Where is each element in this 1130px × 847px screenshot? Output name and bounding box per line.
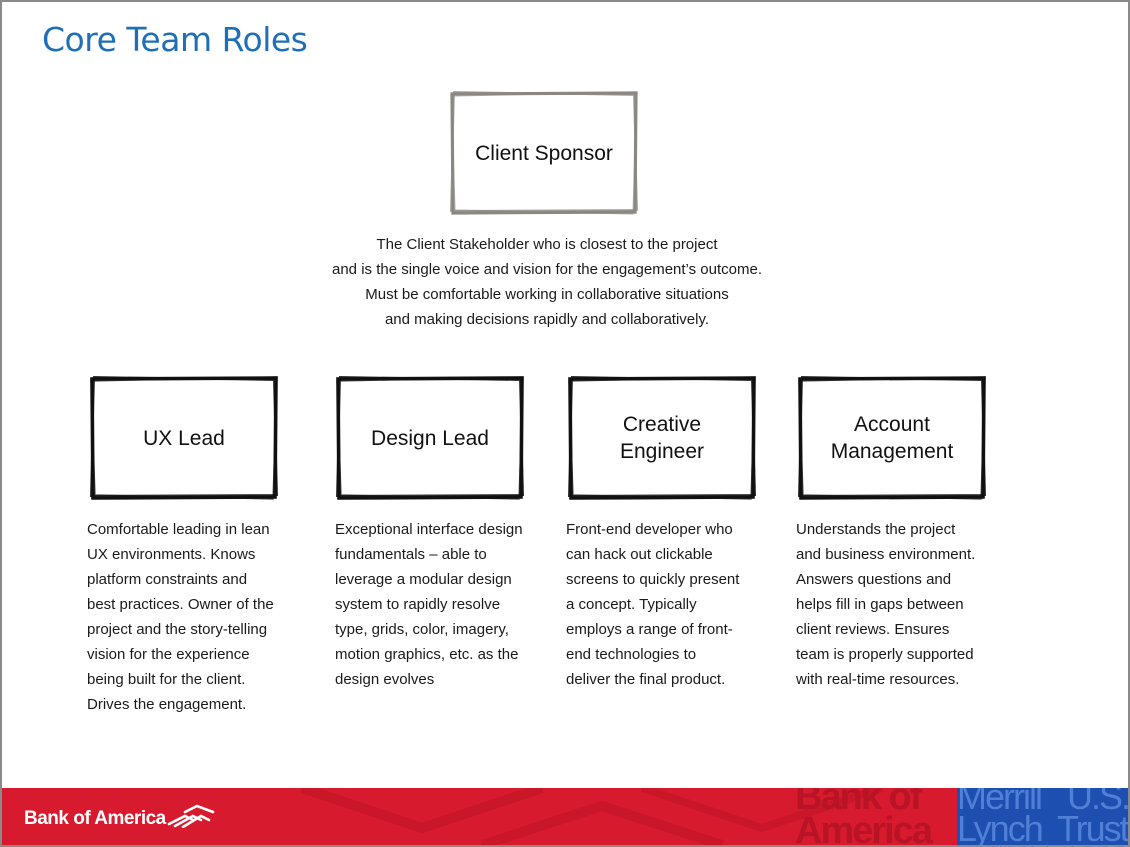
slide-title: Core Team Roles xyxy=(42,20,308,59)
sponsor-desc-line: and making decisions rapidly and collabo… xyxy=(384,311,710,328)
role-description-creative-engineer: Front-end developer who can hack out cli… xyxy=(566,521,740,688)
role-box-account-management: Account Management xyxy=(797,375,987,501)
watermark-line: America xyxy=(795,810,933,845)
sketch-frame-gray xyxy=(450,91,638,215)
lynch-watermark: Lynch xyxy=(957,808,1044,846)
role-label: Creative Engineer xyxy=(619,413,705,463)
sketch-frame-black xyxy=(567,375,757,500)
bank-of-america-watermark: Bank of America xyxy=(795,788,960,845)
client-sponsor-box: Client Sponsor xyxy=(449,90,639,216)
role-box-design-lead: Design Lead xyxy=(335,375,525,501)
sketch-frame-black xyxy=(797,375,987,500)
us-watermark: U.S. xyxy=(1067,788,1128,817)
role-description-design-lead: Exceptional interface design fundamental… xyxy=(335,521,523,688)
merrill-watermark: Merrill xyxy=(957,788,1043,817)
role-box-creative-engineer: Creative Engineer xyxy=(567,375,757,501)
footer-banner: Bank of America Bank of America Merrill … xyxy=(2,788,1128,845)
sketch-frame-black xyxy=(89,375,279,500)
watermark-line: Bank of xyxy=(795,788,922,818)
role-label: Account Management xyxy=(830,413,954,463)
bank-of-america-flag-icon xyxy=(167,804,215,828)
footer-chevron-pattern xyxy=(300,788,884,845)
role-label: Design Lead xyxy=(371,426,489,450)
sketch-frame-black xyxy=(335,375,525,500)
client-sponsor-description: The Client Stakeholder who is closest to… xyxy=(247,232,847,332)
sponsor-desc-line: and is the single voice and vision for t… xyxy=(332,261,762,278)
merrill-lynch-ustrust-panel: Merrill Lynch U.S. Trust xyxy=(957,788,1128,845)
sponsor-desc-line: Must be comfortable working in collabora… xyxy=(365,286,729,303)
trust-watermark: Trust xyxy=(1057,808,1128,846)
role-description-ux-lead: Comfortable leading in lean UX environme… xyxy=(87,521,274,713)
bank-of-america-logo-text: Bank of America xyxy=(24,808,166,829)
client-sponsor-label: Client Sponsor xyxy=(475,141,613,165)
sponsor-desc-line: The Client Stakeholder who is closest to… xyxy=(376,236,718,253)
role-description-account-management: Understands the project and business env… xyxy=(796,521,976,688)
role-label: UX Lead xyxy=(143,426,225,450)
role-box-ux-lead: UX Lead xyxy=(89,375,279,501)
